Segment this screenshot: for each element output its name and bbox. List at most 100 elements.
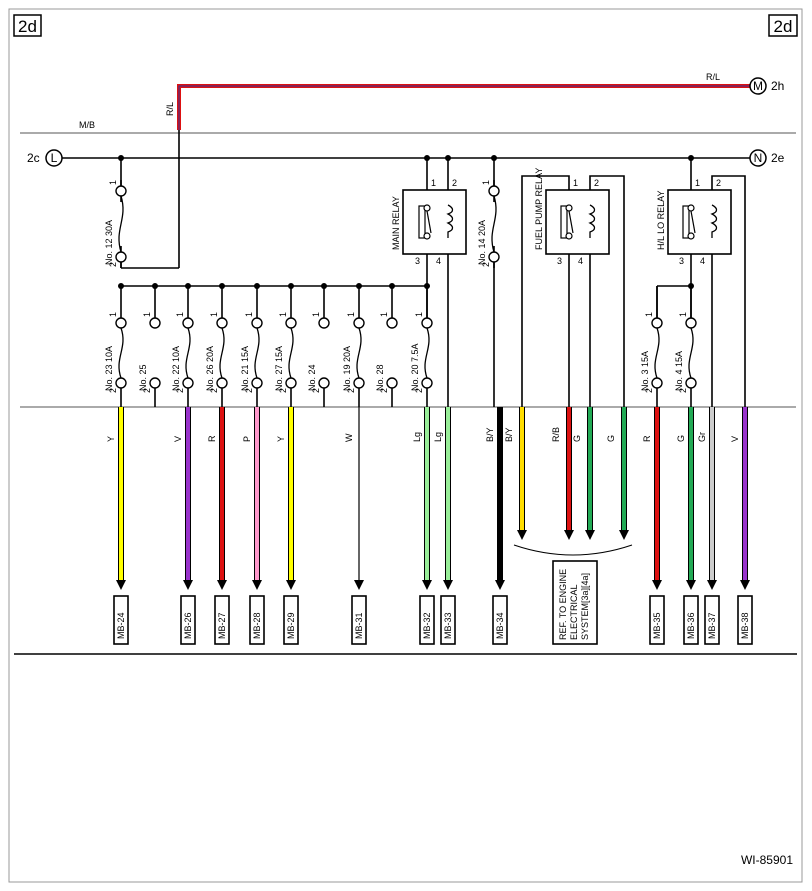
fuse-terminal <box>149 317 161 329</box>
relay-pin-4: 4 <box>700 256 705 266</box>
connector-box <box>214 595 230 645</box>
fuse-link <box>356 327 362 379</box>
fuse-link <box>288 327 294 379</box>
fuse-terminal <box>353 317 365 329</box>
relay-name: MAIN RELAY <box>391 196 401 250</box>
connector-box <box>419 595 435 645</box>
row-fuse-8: 1 2No. 28 <box>375 312 398 394</box>
connector-n: N 2e <box>749 149 785 167</box>
connector-m-letter: M <box>753 79 763 93</box>
connector-box <box>283 595 299 645</box>
connector-box <box>249 595 265 645</box>
connector-box <box>683 595 699 645</box>
wire-arrow <box>619 530 629 540</box>
harness-wire-5: WMB-31 <box>344 407 367 645</box>
fuse-label: No. 19 20A <box>342 346 352 391</box>
relay-pin-2: 2 <box>452 178 457 188</box>
rl-wire <box>177 84 750 268</box>
junction-dot <box>389 283 395 289</box>
fuse-label: No. 21 15A <box>240 346 250 391</box>
fuse-terminal <box>421 377 433 389</box>
fuse-terminal <box>182 317 194 329</box>
corner-tag-right: 2d <box>768 14 798 37</box>
ref-box-line-1: REF. TO ENGINE <box>558 569 568 640</box>
relay-switch <box>426 210 432 234</box>
fuse-terminal <box>386 377 398 389</box>
rl-top-label: R/L <box>706 72 720 82</box>
fuse-link <box>424 327 430 379</box>
relay-terminal <box>423 232 431 240</box>
ref-box-line-3: SYSTEM[3a][4a] <box>580 573 590 640</box>
fuse-label: No. 3 15A <box>640 351 650 391</box>
relay-pin-4: 4 <box>436 256 441 266</box>
connector-n-letter: N <box>754 151 763 165</box>
connector-label: MB-26 <box>183 612 193 639</box>
fuse-pin-bottom: 2 <box>379 388 389 393</box>
connector-box <box>737 595 753 645</box>
fuse-terminal <box>285 377 297 389</box>
relay-body <box>667 189 732 255</box>
fuse-pin-bottom: 2 <box>346 388 356 393</box>
relay-switch <box>690 210 696 234</box>
fuse-pin-top: 1 <box>379 312 389 317</box>
wire-code: Y <box>276 436 286 442</box>
harness-wire-1: VMB-26 <box>173 407 196 645</box>
fuse-pin-top: 1 <box>142 312 152 317</box>
fuse-label: No. 20 7.5A <box>410 343 420 391</box>
relay-coil <box>710 204 718 238</box>
connector-label: MB-24 <box>116 612 126 639</box>
fuse-pin-top: 1 <box>311 312 321 317</box>
wire-arrow <box>707 580 717 590</box>
relay-pin-3: 3 <box>679 256 684 266</box>
fuse-link <box>491 195 497 253</box>
wire-code: G <box>572 435 582 442</box>
wire-code: R/B <box>551 427 561 442</box>
ref-box: REF. TO ENGINE ELECTRICAL SYSTEM[3a][4a] <box>552 560 598 645</box>
wire-arrow <box>354 580 364 590</box>
fuse-pin-bottom: 2 <box>108 388 118 393</box>
wire-code: Gr <box>697 432 707 442</box>
junction-dot <box>152 283 158 289</box>
fuse-pin-bottom: 2 <box>142 388 152 393</box>
wire-code: G <box>676 435 686 442</box>
harness-wire-16: VMB-38 <box>730 407 753 645</box>
wire-code: P <box>242 436 252 442</box>
wire-arrow <box>252 580 262 590</box>
connector-label: MB-31 <box>354 612 364 639</box>
relay-pin-3: 3 <box>557 256 562 266</box>
fuse-pin-bottom: 2 <box>108 262 118 267</box>
fuse-terminal <box>685 317 697 329</box>
fuse-pin-bottom: 2 <box>678 388 688 393</box>
fuse-pin-top: 1 <box>175 312 185 317</box>
harness-wire-9: B/Y <box>504 407 527 540</box>
fuse-label: No. 4 15A <box>674 351 684 391</box>
connector-label: MB-27 <box>217 612 227 639</box>
wire-arrow <box>740 580 750 590</box>
fuse-link <box>118 195 124 253</box>
wire-arrow <box>116 580 126 590</box>
fuse-label: No. 28 <box>375 364 385 391</box>
relay-contact <box>560 205 568 239</box>
relay-pin-1: 1 <box>431 178 436 188</box>
connector-l-letter: L <box>51 151 58 165</box>
relay-contact <box>682 205 690 239</box>
wire-arrow <box>517 530 527 540</box>
connector-n-ref: 2e <box>771 151 785 165</box>
fuse-terminal <box>488 185 500 197</box>
relay-pin-1: 1 <box>573 178 578 188</box>
relay-body <box>545 189 610 255</box>
fuse-pin-bottom: 2 <box>644 388 654 393</box>
